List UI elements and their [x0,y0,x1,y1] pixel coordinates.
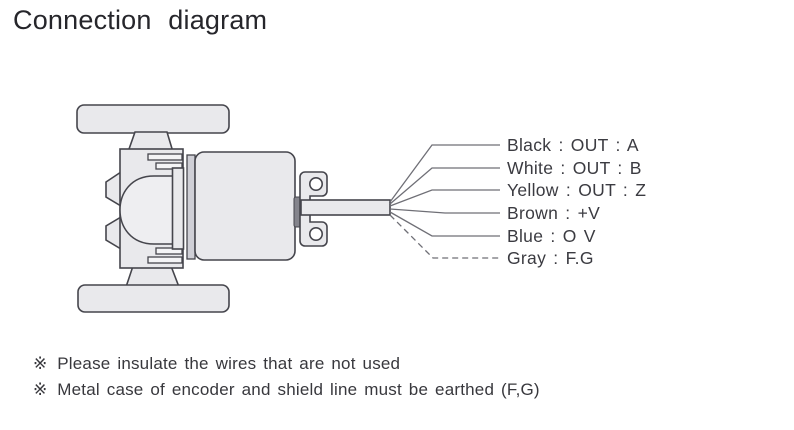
cable-stub [300,199,391,216]
wire-label-black: Black : OUT : A [507,135,639,155]
wire-black [389,144,500,203]
encoder-dome [119,175,178,245]
footnotes: ※ Please insulate the wires that are not … [33,351,540,403]
wire-lines [389,144,500,259]
rear-bracket [299,171,328,247]
clamp-slot [147,153,183,161]
wire-yellow [389,189,500,207]
footnote-text: Metal case of encoder and shield line mu… [57,380,540,399]
wire-label-yellow: Yellow : OUT : Z [507,180,647,200]
wire-gray-dashed [389,214,500,259]
coupling-ring [186,154,196,260]
footnote-earthing: ※ Metal case of encoder and shield line m… [33,377,540,403]
screw-hole-top [308,177,323,192]
page-title: Connection diagram [13,5,268,35]
wire-label-gray: Gray : F.G [507,248,594,268]
encoder-top-flange [76,104,230,134]
encoder-plate [171,167,185,250]
encoder-body [194,151,296,261]
wire-white [389,167,500,205]
reference-mark-icon: ※ [33,354,48,373]
screw-hole-bottom [308,227,323,242]
bracket-lower-bump [105,215,122,251]
wire-label-brown: Brown : +V [507,203,601,223]
encoder-bottom-flange [77,284,230,313]
clamp-slot [147,256,183,264]
wire-label-blue: Blue : O V [507,226,596,246]
reference-mark-icon: ※ [33,380,48,399]
clamp-slot [155,247,183,255]
bracket-upper-bump [105,170,122,208]
wire-blue [389,211,500,237]
wire-label-white: White : OUT : B [507,158,642,178]
footnote-text: Please insulate the wires that are not u… [57,354,401,373]
clamp-slot [155,162,183,170]
encoder-bottom-neck [124,265,181,288]
wire-brown [389,208,500,214]
footnote-insulate: ※ Please insulate the wires that are not … [33,351,540,377]
